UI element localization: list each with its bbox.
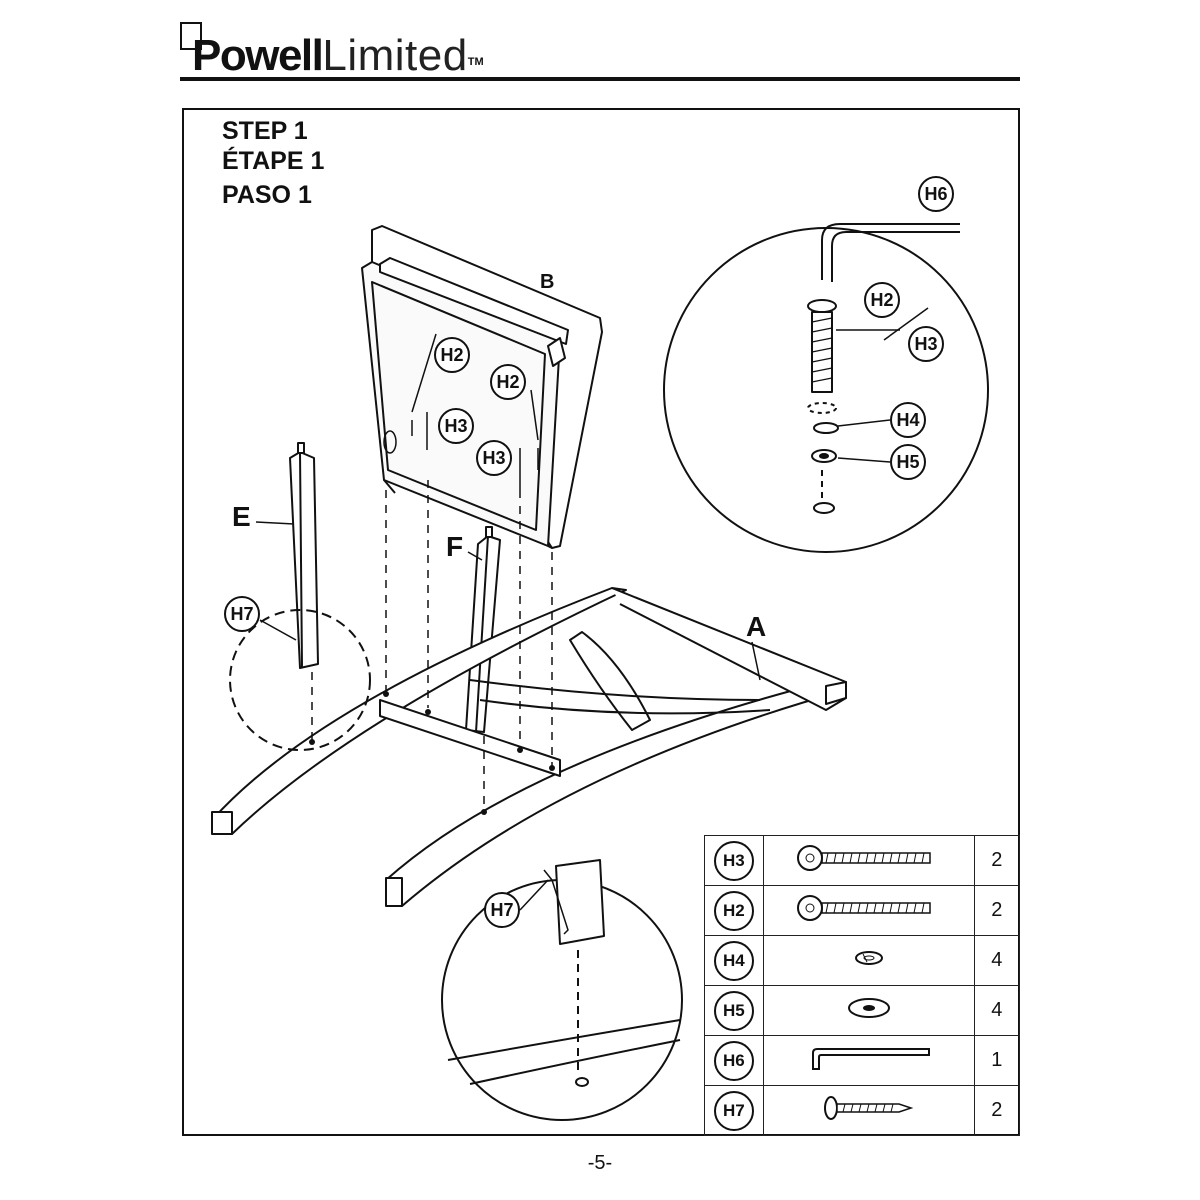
allen-key-drawing — [821, 223, 960, 280]
diagram-frame — [182, 108, 1020, 1136]
hardware-qty: 2 — [973, 1085, 1021, 1136]
leg-f — [465, 526, 501, 733]
callout-h4: H4 — [896, 410, 919, 430]
callout-h3-detail: H3 — [914, 334, 937, 354]
hardware-code: H2 — [713, 890, 754, 931]
hardware-row: H2 2 — [704, 885, 1021, 936]
hardware-qty: 2 — [973, 835, 1021, 886]
hardware-table: H3 2 H2 2 H4 4 H5 4 H6 1 H7 2 — [704, 835, 1021, 1136]
brand-name-bold: Powell — [192, 31, 324, 80]
step-title-fr: ÉTAPE 1 — [222, 147, 325, 175]
brand-name-light: Limited — [322, 31, 468, 80]
hardware-qty: 2 — [973, 885, 1021, 936]
callout-h2-seat-right: H2 — [496, 372, 519, 392]
hardware-qty: 4 — [973, 935, 1021, 986]
bolt-icon — [796, 895, 931, 921]
bolt-icon — [796, 845, 931, 871]
part-label-e: E — [232, 501, 251, 532]
callout-h2-seat-left: H2 — [440, 345, 463, 365]
part-label-a: A — [746, 611, 766, 642]
hardware-row: H5 4 — [704, 985, 1021, 1036]
leg-e — [289, 442, 319, 669]
part-label-f: F — [446, 531, 463, 562]
chair-frame-a — [211, 587, 847, 907]
part-label-b: B — [540, 271, 554, 293]
callout-h7-leg: H7 — [230, 604, 253, 624]
callout-h3-seat-left: H3 — [444, 416, 467, 436]
callout-h7-detail: H7 — [490, 900, 513, 920]
assembly-guides — [311, 480, 553, 810]
page-number: -5- — [587, 1152, 613, 1174]
callout-h3-seat-right: H3 — [482, 448, 505, 468]
callout-h5: H5 — [896, 452, 919, 472]
step-title-es: PASO 1 — [222, 181, 312, 209]
hardware-qty: 1 — [973, 1035, 1021, 1086]
brand-header: PowellLimitedTM — [180, 18, 1020, 82]
trademark: TM — [467, 56, 484, 68]
seat-b — [361, 225, 603, 549]
callout-h2-detail: H2 — [870, 290, 893, 310]
hardware-code: H4 — [713, 940, 754, 981]
brand-logo: PowellLimitedTM — [192, 30, 484, 82]
hardware-code: H5 — [713, 990, 754, 1031]
hardware-code: H3 — [713, 840, 754, 881]
flat-washer-icon — [847, 998, 890, 1018]
lock-washer-icon — [854, 951, 883, 965]
step-title-en: STEP 1 — [222, 117, 308, 145]
allen-key-icon — [811, 1048, 930, 1070]
wood-screw-icon — [823, 1096, 913, 1120]
hardware-row: H3 2 — [704, 835, 1021, 886]
seat-bolts — [411, 333, 539, 498]
hardware-qty: 4 — [973, 985, 1021, 1036]
hardware-row: H4 4 — [704, 935, 1021, 986]
hardware-code: H7 — [713, 1090, 754, 1131]
hardware-code: H6 — [713, 1040, 754, 1081]
header-rule — [180, 77, 1020, 81]
callout-h6: H6 — [924, 184, 947, 204]
detail-circle-dashed — [229, 609, 371, 751]
logo-mark-icon — [180, 22, 202, 50]
hardware-row: H6 1 — [704, 1035, 1021, 1086]
hardware-row: H7 2 — [704, 1085, 1021, 1136]
